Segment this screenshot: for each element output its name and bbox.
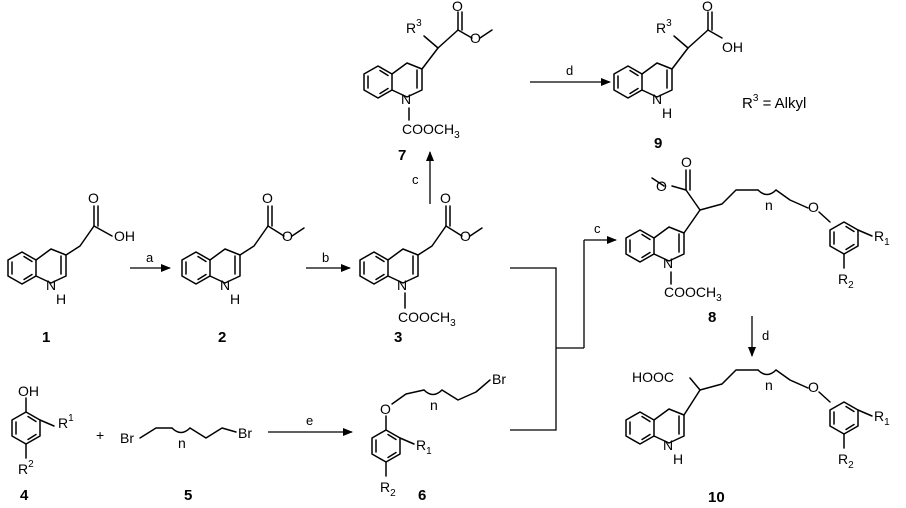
compound-number: 10	[708, 489, 725, 506]
step-label: d	[762, 328, 769, 343]
atom-label: N	[663, 255, 673, 271]
plus-sign: +	[96, 427, 104, 443]
atom-label: OH	[114, 228, 135, 244]
atom-label: O	[262, 190, 273, 206]
atom-label: O	[440, 190, 451, 206]
compound-5: Br n Br 5	[120, 425, 252, 504]
atom-label: H	[56, 291, 66, 307]
arrow-c-up: c	[412, 151, 434, 204]
atom-label: n	[178, 435, 186, 451]
compound-number: 3	[394, 329, 402, 346]
atom-label: n	[765, 197, 773, 213]
compound-8: O O n O R1 R2 N COOCH3 8	[625, 154, 890, 326]
compound-6: O n Br R1 R2 6	[371, 371, 506, 504]
compound-9: R3 O OH N H 9	[613, 0, 743, 152]
substituent-label: R2	[838, 451, 854, 471]
atom-label: O	[460, 228, 471, 244]
arrow-b: b	[306, 250, 351, 272]
atom-label: Br	[238, 425, 252, 441]
atom-label: OH	[18, 383, 39, 399]
arrow-d-top: d	[530, 63, 611, 86]
atom-label: O	[808, 379, 819, 395]
step-label: e	[306, 413, 313, 428]
substituent-label: R1	[416, 437, 432, 457]
substituent-label: R1	[58, 413, 74, 431]
compound-number: 1	[42, 329, 50, 346]
substituent-label: R3	[656, 18, 672, 36]
atom-label: O	[452, 0, 463, 14]
atom-label: HOOC	[632, 369, 674, 385]
substituent-label: R2	[380, 479, 396, 499]
atom-label: H	[662, 105, 672, 121]
compound-number: 6	[418, 487, 426, 504]
atom-label: COOCH3	[664, 284, 722, 304]
compound-number: 4	[20, 487, 29, 504]
atom-label: O	[702, 0, 713, 14]
substituent-label: R1	[874, 228, 890, 248]
compound-number: 8	[708, 309, 716, 326]
arrow-d-down: d	[748, 316, 769, 357]
atom-label: O	[681, 154, 692, 170]
compound-number: 9	[654, 135, 662, 152]
atom-label: O	[470, 30, 481, 46]
atom-label: H	[673, 451, 683, 467]
compound-7: R3 O O N COOCH3 7	[363, 0, 493, 164]
atom-label: OH	[722, 39, 743, 55]
atom-label: n	[765, 377, 773, 393]
atom-label: N	[220, 277, 230, 293]
atom-label: O	[656, 178, 667, 194]
step-label: a	[146, 250, 154, 265]
atom-label: COOCH3	[398, 309, 456, 329]
atom-label: O	[808, 199, 819, 215]
compound-3: O O N COOCH3 3	[359, 190, 483, 346]
substituent-label: R1	[874, 408, 890, 428]
substituent-label: R2	[18, 459, 34, 477]
compound-number: 7	[398, 147, 406, 164]
atom-label: N	[401, 91, 411, 107]
atom-label: H	[230, 291, 240, 307]
substituent-note: R3 = Alkyl	[742, 93, 806, 112]
step-label: b	[322, 250, 329, 265]
arrow-c-merge: c	[510, 221, 617, 431]
substituent-label: R2	[838, 271, 854, 291]
atom-label: N	[397, 277, 407, 293]
atom-label: Br	[120, 430, 134, 446]
atom-label: N	[46, 277, 56, 293]
step-label: c	[594, 221, 601, 236]
substituent-label: R3	[406, 18, 422, 36]
compound-number: 5	[184, 487, 192, 504]
atom-label: N	[663, 437, 673, 453]
atom-label: N	[652, 91, 662, 107]
compound-4: OH R1 R2 4	[11, 383, 74, 504]
atom-label: O	[282, 228, 293, 244]
compound-10: HOOC n O R1 R2 N H 10	[625, 369, 890, 506]
arrow-e: e	[268, 413, 353, 436]
atom-label: O	[380, 401, 391, 417]
compound-number: 2	[218, 329, 226, 346]
atom-label: O	[88, 190, 99, 206]
step-label: c	[412, 172, 419, 187]
compound-1: O OH N H 1	[7, 190, 135, 346]
arrow-a: a	[130, 250, 171, 272]
step-label: d	[566, 63, 573, 78]
atom-label: COOCH3	[402, 121, 460, 141]
atom-label: Br	[492, 371, 506, 387]
atom-label: n	[430, 397, 438, 413]
compound-2: O O N H 2	[181, 190, 305, 346]
